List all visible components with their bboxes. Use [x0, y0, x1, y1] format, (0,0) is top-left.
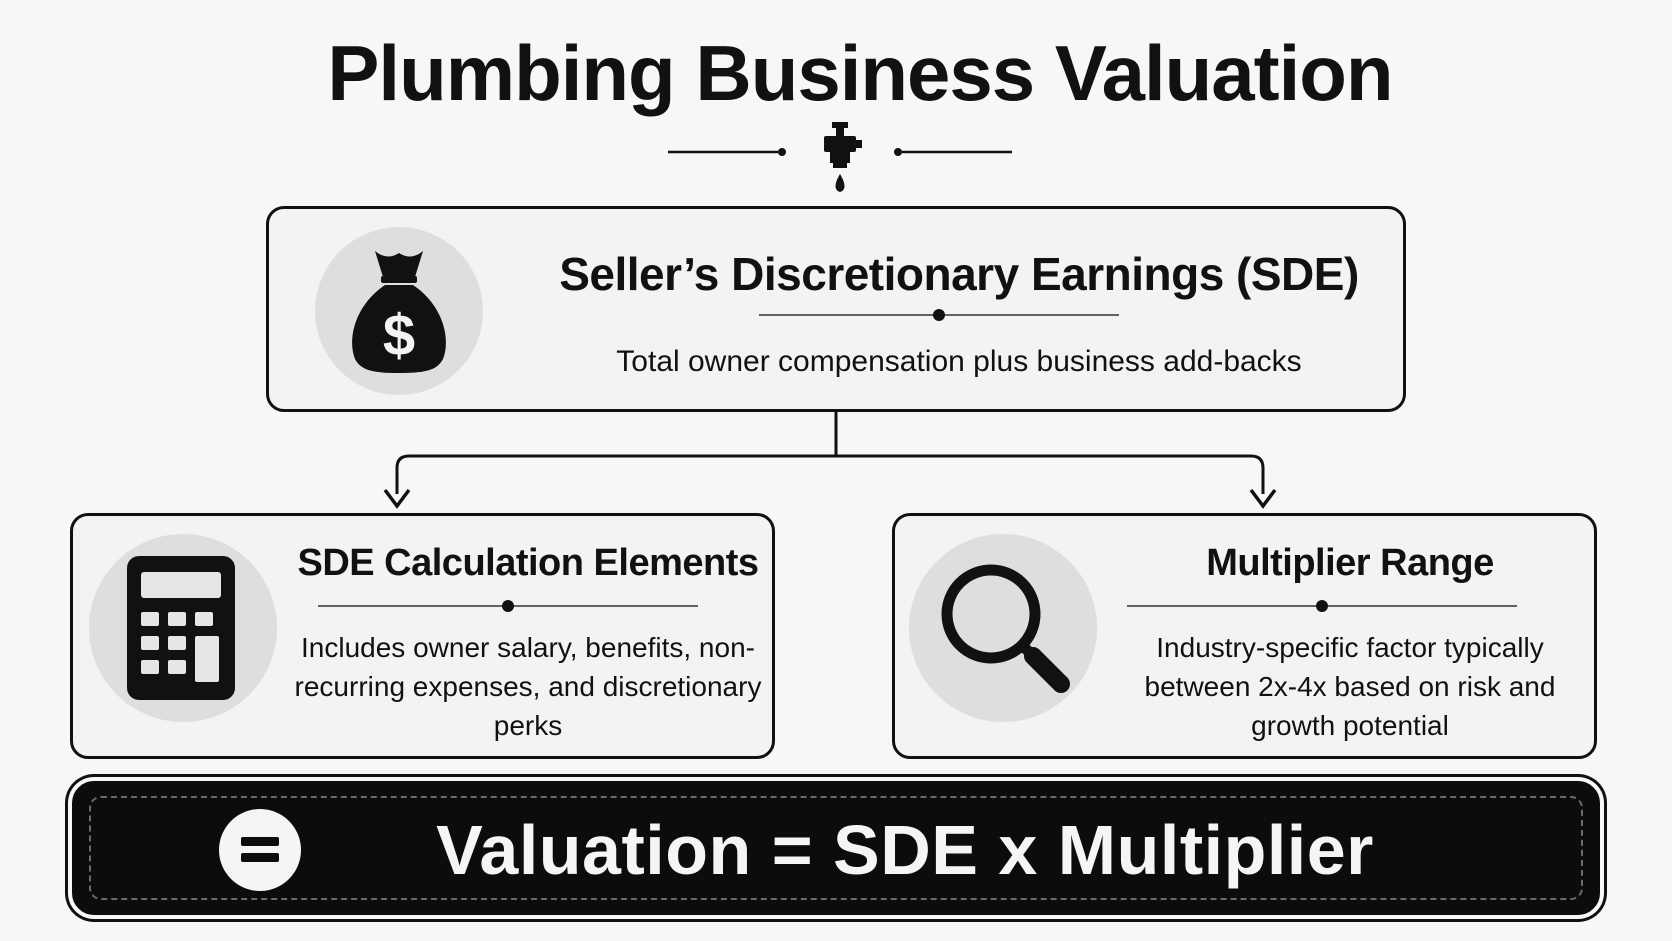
- multiplier-card: Multiplier Range Industry-specific facto…: [892, 513, 1597, 759]
- sde-description: Total owner compensation plus business a…: [616, 345, 1302, 378]
- calc-description: Includes owner salary, benefits, non-rec…: [294, 632, 762, 741]
- sde-title: Seller’s Discretionary Earnings (SDE): [559, 248, 1359, 300]
- formula-banner: Valuation = SDE x Multiplier: [72, 781, 1600, 915]
- formula-dashed-border: [89, 796, 1583, 900]
- sde-card: $ Seller’s Discretionary Earnings (SDE) …: [266, 206, 1406, 412]
- equals-icon: [219, 809, 301, 891]
- money-bag-icon: $: [352, 251, 446, 373]
- sde-separator: [759, 309, 1119, 321]
- multiplier-separator: [1127, 600, 1517, 612]
- calculator-icon: [127, 556, 235, 700]
- formula-text: Valuation = SDE x Multiplier: [436, 811, 1374, 889]
- calculator-icon-circle: [89, 534, 277, 722]
- magnifying-glass-icon: [941, 564, 1070, 693]
- faucet-icon: [824, 122, 862, 192]
- magnifying-glass-icon-circle: [909, 534, 1097, 722]
- dollar-sign: $: [383, 303, 415, 368]
- calc-title: SDE Calculation Elements: [297, 542, 759, 584]
- page-title: Plumbing Business Valuation: [327, 29, 1393, 117]
- calc-separator: [318, 600, 698, 612]
- money-bag-icon-circle: $: [315, 227, 483, 395]
- calc-card: SDE Calculation Elements Includes owner …: [70, 513, 775, 759]
- multiplier-title: Multiplier Range: [1206, 542, 1494, 584]
- multiplier-description: Industry-specific factor typically betwe…: [1144, 632, 1556, 741]
- title-divider: [668, 122, 1012, 192]
